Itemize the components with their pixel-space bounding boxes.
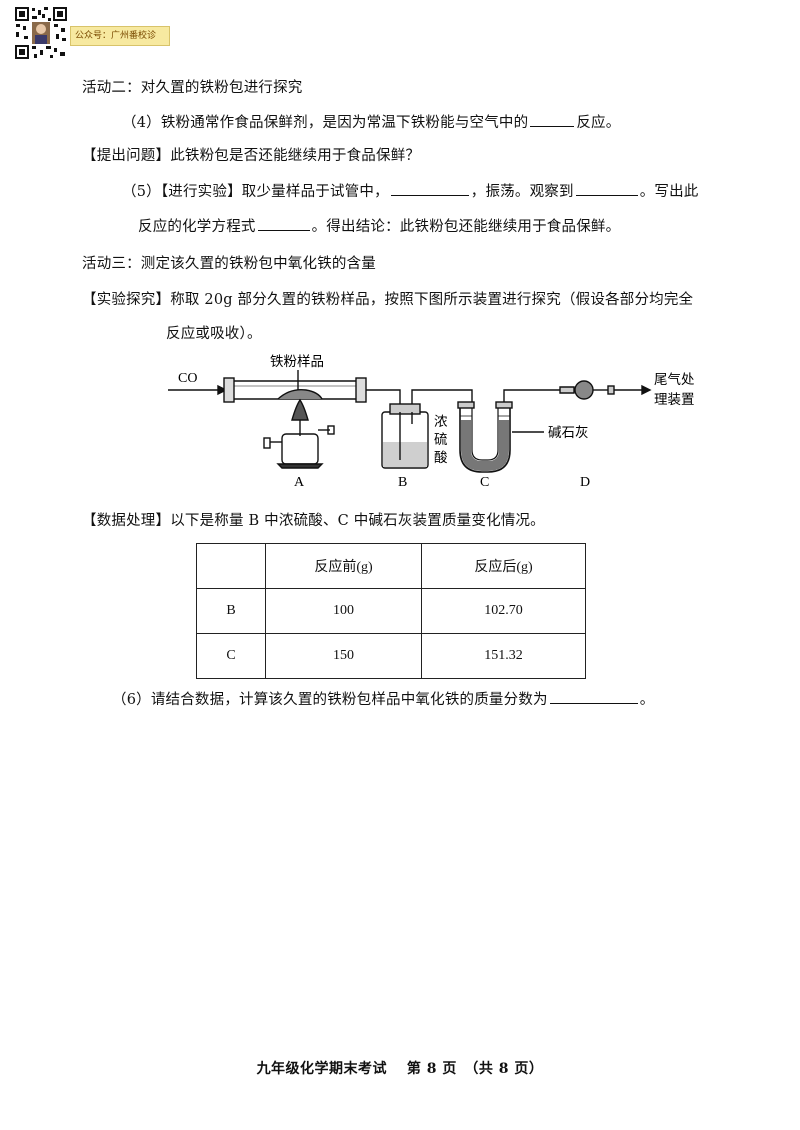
co-arrow-head — [217, 384, 228, 396]
q5-text-5: 。得出结论：此铁粉包还能继续用于食品保鲜。 — [311, 219, 621, 235]
lime-label: 碱石灰 — [548, 425, 589, 441]
question-raise: 【提出问题】此铁粉包是否还能继续用于食品保鲜？ — [82, 148, 421, 164]
co-label: CO — [178, 371, 197, 386]
flame — [291, 398, 309, 421]
sample-label: 铁粉样品 — [270, 354, 324, 370]
question-4: （4）铁粉通常作食品保鲜剂，是因为常温下铁粉能与空气中的 反应。 — [122, 112, 620, 133]
u-tube-inner — [471, 406, 499, 461]
soda-lime — [461, 420, 509, 471]
tube-stopper-right — [355, 377, 367, 403]
question-5-line1: （5）【进行实验】取少量样品于试管中， ，振荡。观察到 。写出此 — [122, 181, 699, 202]
table-cell: 150 — [265, 633, 422, 679]
exhaust-label-2: 理装置 — [654, 392, 695, 408]
q4-text-end: 反应。 — [576, 115, 621, 131]
q5-blank-2[interactable] — [575, 181, 638, 196]
qr-code — [14, 6, 68, 60]
q5-text-4: 反应的化学方程式 — [138, 219, 256, 235]
q5-blank-1[interactable] — [390, 181, 469, 196]
table-cell: 100 — [265, 588, 422, 634]
activity2-title: 活动二：对久置的铁粉包进行探究 — [82, 80, 303, 96]
acid-label-1: 浓 — [434, 414, 448, 430]
pipe-c-d — [503, 389, 560, 402]
drying-bulb — [574, 380, 594, 400]
table-cell: B — [196, 588, 266, 634]
label-a: A — [294, 475, 305, 490]
pipe-b-c — [411, 389, 473, 406]
apparatus-diagram: CO 铁粉样品 浓 硫 酸 碱石灰 尾气处 理装置 A B C D — [168, 354, 695, 490]
table-cell: 151.32 — [421, 633, 586, 679]
mass-table: 反应前(g) 反应后(g) B 100 102.70 C 150 151.32 — [196, 543, 586, 679]
table-row: B 100 102.70 — [196, 588, 586, 634]
table-cell: C — [196, 633, 266, 679]
question-6: （6）请结合数据，计算该久置的铁粉包样品中氧化铁的质量分数为 。 — [112, 689, 654, 710]
q4-blank[interactable] — [530, 112, 575, 127]
tube-stopper-left — [223, 377, 235, 403]
table-cell: 102.70 — [421, 588, 586, 634]
question-5-line2: 反应的化学方程式 。得出结论：此铁粉包还能继续用于食品保鲜。 — [138, 216, 620, 237]
activity3-title: 活动三：测定该久置的铁粉包中氧化铁的含量 — [82, 256, 376, 272]
table-row: C 150 151.32 — [196, 633, 586, 679]
table-header-cell: 反应后(g) — [421, 543, 586, 589]
label-d: D — [580, 475, 590, 490]
experiment-line2: 反应或吸收）。 — [166, 326, 262, 342]
q5-text-3: 。写出此 — [639, 184, 699, 200]
q4-text: （4）铁粉通常作食品保鲜剂，是因为常温下铁粉能与空气中的 — [122, 115, 529, 131]
alcohol-lamp — [281, 433, 319, 465]
page-footer: 九年级化学期末考试 第 8 页 （共 8 页） — [256, 1061, 544, 1077]
q5-blank-3[interactable] — [257, 216, 310, 231]
wechat-tag: 公众号：广州番校诊 — [70, 26, 170, 46]
table-header-row: 反应前(g) 反应后(g) — [196, 543, 586, 589]
q6-text: （6）请结合数据，计算该久置的铁粉包样品中氧化铁的质量分数为 — [112, 692, 548, 708]
acid-label-2: 硫 — [434, 432, 448, 448]
q5-text-1: （5）【进行实验】取少量样品于试管中， — [122, 184, 389, 200]
label-b: B — [398, 475, 407, 490]
u-tube-outer — [459, 406, 511, 473]
acid-liquid — [383, 442, 427, 467]
exhaust-label-1: 尾气处 — [654, 372, 695, 388]
q5-text-2: ，振荡。观察到 — [470, 184, 574, 200]
table-header-cell — [196, 543, 266, 589]
q6-blank[interactable] — [549, 689, 638, 704]
label-c: C — [480, 475, 489, 490]
iron-sample — [277, 389, 323, 400]
table-header-cell: 反应前(g) — [265, 543, 422, 589]
experiment-line1: 【实验探究】称取 20g 部分久置的铁粉样品，按照下图所示装置进行探究（假设各部… — [82, 292, 694, 308]
data-processing: 【数据处理】以下是称量 B 中浓硫酸、C 中碱石灰装置质量变化情况。 — [82, 513, 545, 529]
q6-text-end: 。 — [639, 692, 655, 708]
acid-label-3: 酸 — [434, 450, 448, 466]
